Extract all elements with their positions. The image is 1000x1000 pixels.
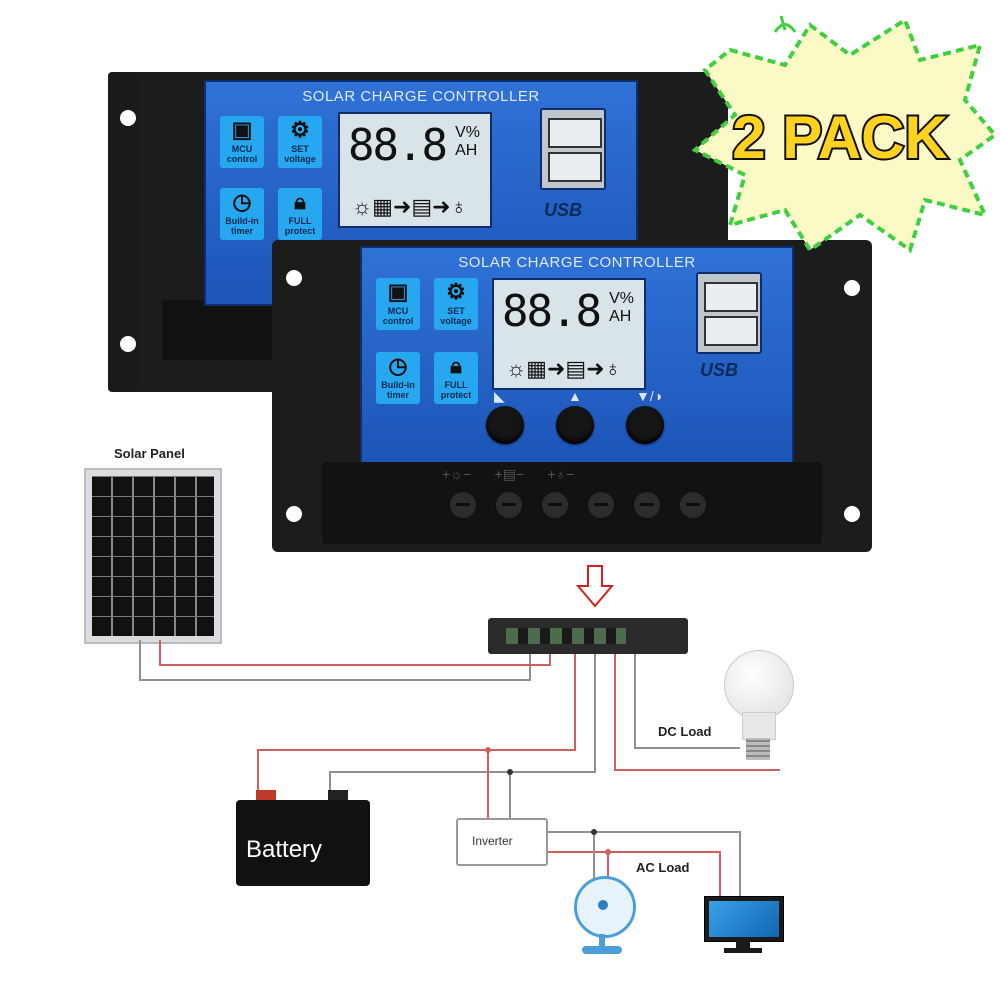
battery-label: Battery	[246, 836, 323, 863]
terminal-screw	[632, 490, 662, 520]
feature-set: ⚙SET voltage	[434, 278, 478, 330]
terminal-screw	[540, 490, 570, 520]
terminal-block: +☼− +▤− +♁−	[322, 462, 822, 544]
front-panel: SOLAR CHARGE CONTROLLER ▣MCU control ⚙SE…	[360, 246, 794, 464]
gear-icon: ⚙	[446, 279, 466, 304]
badge-burst	[691, 16, 998, 254]
feature-timer: ◷Build-in timer	[220, 188, 264, 240]
battery-icon: Battery	[236, 790, 370, 886]
ac-load-label: AC Load	[636, 860, 690, 875]
lcd-units: V%AH	[609, 290, 634, 325]
usb-port[interactable]	[704, 282, 758, 312]
clock-icon: ◷	[232, 189, 252, 214]
terminal-screw	[448, 490, 478, 520]
lcd-digits: 88.8	[502, 286, 602, 337]
clock-icon: ◷	[388, 353, 408, 378]
down-button[interactable]	[626, 406, 664, 444]
light-bulb-icon	[724, 650, 794, 760]
usb-port[interactable]	[548, 152, 602, 182]
controller-front: SOLAR CHARGE CONTROLLER ▣MCU control ⚙SE…	[272, 240, 872, 552]
mount-hole	[844, 506, 860, 522]
up-button[interactable]	[556, 406, 594, 444]
feature-protect: 🔒︎FULL protect	[434, 352, 478, 404]
usb-label: USB	[700, 360, 739, 380]
solar-panel-icon	[84, 468, 222, 644]
two-pack-badge: 2 PACK	[691, 15, 998, 254]
dc-load-label: DC Load	[658, 724, 712, 739]
badge-text: 2 PACK	[732, 104, 948, 171]
usb-ports	[696, 272, 762, 354]
mount-hole	[844, 280, 860, 296]
inverter-icon: Inverter	[456, 818, 548, 866]
usb-label: USB	[544, 200, 583, 220]
mount-hole	[120, 336, 136, 352]
feature-mcu: ▣MCU control	[376, 278, 420, 330]
mode-button[interactable]	[486, 406, 524, 444]
panel-title: SOLAR CHARGE CONTROLLER	[302, 88, 540, 105]
lcd-units: V%AH	[455, 124, 480, 159]
terminal-screw	[678, 490, 708, 520]
mount-hole	[286, 506, 302, 522]
terminal-screw	[494, 490, 524, 520]
terminal-symbols: +☼− +▤− +♁−	[442, 466, 575, 482]
ribbon-icon	[773, 15, 797, 33]
mount-hole	[286, 270, 302, 286]
inverter-label: Inverter	[472, 834, 513, 848]
energy-flow-icon: ☼▦➜▤➜♁	[506, 356, 622, 381]
usb-port[interactable]	[704, 316, 758, 346]
down-arrow-icon	[575, 565, 615, 608]
usb-ports	[540, 108, 606, 190]
fan-icon	[572, 876, 636, 956]
chip-icon: ▣	[231, 117, 253, 142]
mount-hole	[120, 110, 136, 126]
feature-set: ⚙SET voltage	[278, 116, 322, 168]
controller-mini-icon	[488, 618, 688, 654]
gear-icon: ⚙	[290, 117, 310, 142]
usb-port[interactable]	[548, 118, 602, 148]
lcd-digits: 88.8	[348, 120, 448, 171]
solar-panel-label: Solar Panel	[114, 446, 185, 461]
feature-timer: ◷Build-in timer	[376, 352, 420, 404]
lock-icon: 🔒︎	[450, 353, 462, 378]
lcd-display: 88.8 V%AH ☼▦➜▤➜♁	[492, 278, 646, 390]
feature-protect: 🔒︎FULL protect	[278, 188, 322, 240]
energy-flow-icon: ☼▦➜▤➜♁	[352, 194, 468, 219]
lock-icon: 🔒︎	[294, 189, 306, 214]
feature-mcu: ▣MCU control	[220, 116, 264, 168]
monitor-icon	[704, 896, 784, 956]
chip-icon: ▣	[387, 279, 409, 304]
panel-title: SOLAR CHARGE CONTROLLER	[458, 254, 696, 271]
terminal-screw	[586, 490, 616, 520]
lcd-display: 88.8 V%AH ☼▦➜▤➜♁	[338, 112, 492, 228]
